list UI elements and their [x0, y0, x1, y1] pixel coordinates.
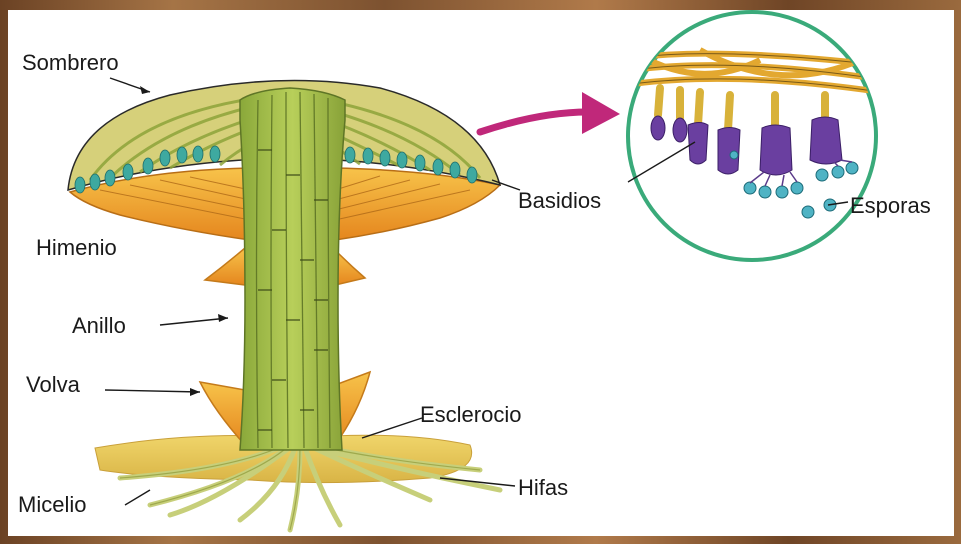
stem — [240, 88, 345, 450]
leader-volva — [105, 390, 200, 392]
label-volva: Volva — [26, 372, 81, 397]
leader-anillo — [160, 318, 228, 325]
leader-micelio — [125, 490, 150, 505]
label-sombrero: Sombrero — [22, 50, 119, 75]
leader-esclerocio — [362, 418, 422, 438]
label-micelio: Micelio — [18, 492, 86, 517]
magnify-arrow — [480, 92, 620, 134]
label-anillo: Anillo — [72, 313, 126, 338]
magnified-view — [620, 12, 885, 260]
label-himenio: Himenio — [36, 235, 117, 260]
label-esclerocio: Esclerocio — [420, 402, 521, 427]
label-basidios: Basidios — [518, 188, 601, 213]
label-hifas: Hifas — [518, 475, 568, 500]
label-esporas: Esporas — [850, 193, 931, 218]
